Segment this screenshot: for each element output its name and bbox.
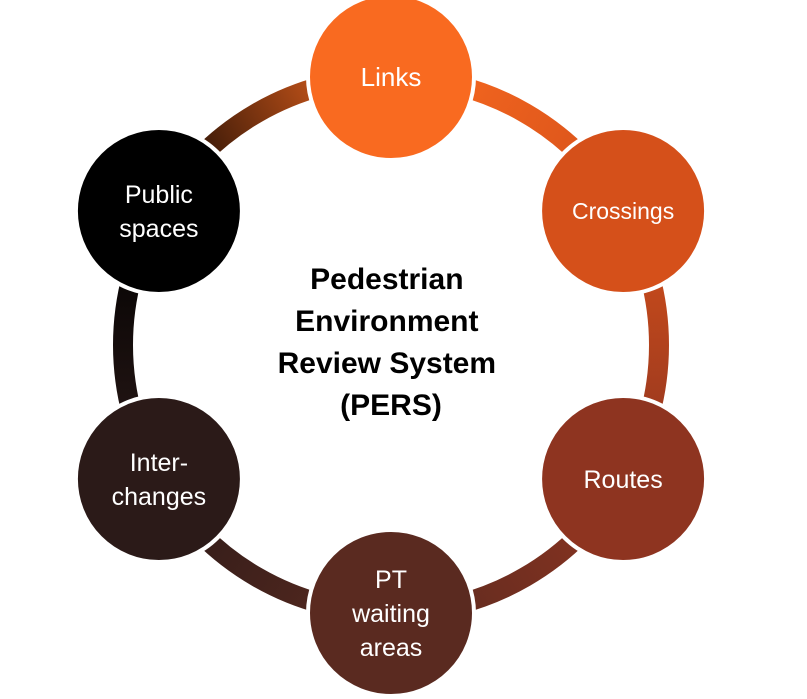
center-title-line: Pedestrian	[310, 263, 463, 296]
node-circle	[538, 394, 709, 564]
node-interchanges: Inter-changes	[73, 394, 244, 564]
node-label: Links	[361, 62, 422, 92]
node-label-line: Links	[361, 62, 422, 92]
node-label: Inter-changes	[112, 449, 207, 511]
node-circle	[306, 0, 476, 162]
node-label: Routes	[583, 466, 662, 494]
node-label-line: Routes	[583, 466, 662, 494]
node-label-line: spaces	[119, 215, 198, 243]
node-crossings: Crossings	[538, 126, 709, 296]
node-circle	[306, 528, 476, 698]
center-title-line: (PERS)	[340, 389, 442, 422]
node-label-line: Crossings	[572, 198, 674, 224]
node-label-line: waiting	[351, 600, 430, 628]
node-label-line: changes	[112, 483, 207, 511]
node-circle	[73, 126, 244, 296]
node-routes: Routes	[538, 394, 709, 564]
node-circle	[73, 394, 244, 564]
node-label-line: areas	[360, 634, 423, 662]
node-links: Links	[306, 0, 476, 162]
center-title: Pedestrian Environment Review System (PE…	[278, 263, 505, 422]
node-public-spaces: Public spaces	[73, 126, 244, 296]
node-label-line: PT	[375, 566, 407, 594]
center-title-line: Environment	[295, 305, 478, 338]
center-title-line: Review System	[278, 347, 496, 380]
node-label: Public spaces	[119, 181, 198, 243]
node-circle	[538, 126, 709, 296]
node-label: PT waiting areas	[351, 566, 430, 662]
node-pt-waiting-areas: PT waiting areas	[306, 528, 476, 698]
node-label-line: Inter-	[130, 449, 188, 477]
node-label-line: Public	[125, 181, 193, 209]
node-label: Crossings	[572, 198, 674, 224]
